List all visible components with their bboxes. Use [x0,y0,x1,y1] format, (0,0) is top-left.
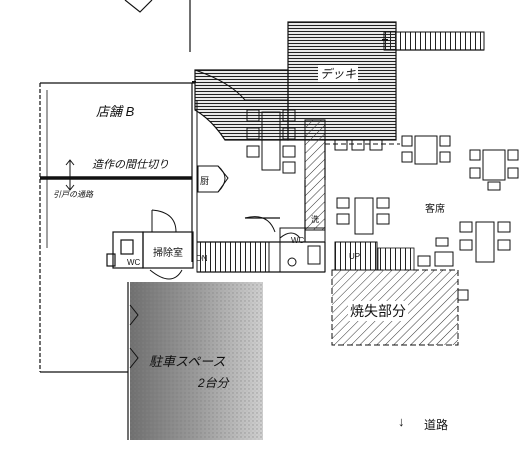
parking-count-label: 2台分 [198,376,229,390]
road-label: 道路 [424,418,449,432]
cleaning-room [106,209,194,280]
unit-box-label: 洗 [311,215,319,224]
burned-area-label: 焼失部分 [348,301,408,321]
wall-ticks [192,39,388,83]
deck-label: デッキ [318,65,359,82]
wc-center-label: WC [291,236,305,245]
corridor-strip [304,119,326,231]
parking-area [127,282,263,440]
up-label: UP [349,252,361,261]
sliding-path-label: 引戸の通路 [53,190,93,199]
top-arrow [124,0,191,52]
stair-bottom [196,241,415,273]
cleaning-room-label: 掃除室 [153,248,183,259]
wc-left-label: WC [127,258,141,267]
dining-table-set [246,109,296,174]
dn-label: DN [196,254,208,263]
small-room [197,165,229,193]
small-room-label: 厨 [200,176,210,186]
customer-table-sets [334,135,519,301]
wc-center-room [279,227,326,273]
road-arrow-icon: ↓ [398,414,405,429]
stair-top-right [383,31,485,51]
parking-label: 駐車スペース [149,354,226,369]
partition-label: 造作の間仕切り [92,159,169,171]
store-b-label: 店舗 B [96,104,135,119]
customer-seats-label: 客席 [425,204,445,215]
deck [194,21,397,141]
